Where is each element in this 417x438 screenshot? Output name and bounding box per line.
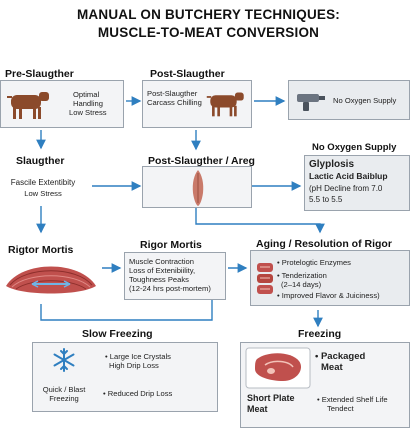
packaged-steak-icon (245, 347, 311, 389)
pre-slaughter-heading: Pre-Slaugther (5, 68, 74, 80)
oxygen-supply-box: No Oxygen Supply (288, 80, 410, 120)
quick-freezing-label-line2: Freezing (49, 394, 79, 403)
diagram-title-line1: MANUAL ON BUTCHERY TECHNIQUES: (76, 7, 340, 22)
aging-item-1: • Protelogtic Enzymes (277, 258, 351, 267)
quick-freezing-label-line1: Quick / Blast (42, 385, 86, 394)
rigor-mid-line-2: Loss of Extenibiility, (129, 266, 196, 275)
freezing-heading: Freezing (298, 328, 342, 340)
aging-box: • Protelogtic Enzymes • Tenderization (2… (250, 250, 410, 306)
packaged-meat-line1: • Packaged (315, 351, 366, 362)
oxygen-supply-label: No Oxygen Supply (333, 96, 397, 105)
post-area-heading: Post-Slaugther / Areg (148, 155, 255, 167)
post-area-box (142, 166, 252, 208)
rigor-left-box (2, 256, 100, 300)
muscle-fiber-icon (6, 266, 96, 294)
pre-slaughter-note-3: Low Stress (69, 108, 107, 117)
slow-freezing-row2: • Reduced Drip Loss (103, 389, 173, 398)
pre-slaughter-box: Optimal Handling Low Stress (0, 80, 124, 128)
slow-freezing-box: • Large Ice Crystals High Drip Loss Quic… (32, 342, 218, 412)
diagram-title-line2: MUSCLE-TO-MEAT CONVERSION (97, 25, 320, 40)
rigor-mid-line-1: Muscle Contraction (129, 257, 194, 266)
post-slaughter-heading: Post-Slaugther (150, 68, 225, 80)
rigor-mid-line-4: (12-24 hrs post-mortem) (129, 284, 211, 293)
short-plate-line1: Short Plate (247, 393, 295, 403)
slaughter-heading: Slaugther (16, 155, 65, 167)
aging-item-2: • Tenderization (277, 271, 327, 280)
post-slaughter-box: Post-Slaugther Carcass Chilling (142, 80, 252, 128)
rigor-left-heading: Rigtor Mortis (8, 244, 74, 256)
pre-slaughter-note-2: Handling (73, 99, 103, 108)
glycolysis-heading: No Oxygen Supply (312, 142, 397, 153)
post-slaughter-note-1: Post-Slaugther (147, 89, 198, 98)
rigor-mid-line-3: Toughness Peaks (129, 275, 189, 284)
aging-item-4: • Improved Flavor & Juiciness) (277, 291, 380, 300)
cow-icon (7, 92, 49, 119)
freezing-box: • Packaged Meat Short Plate Meat • Exten… (240, 342, 410, 428)
connector-rigor-to-slow-freezing (40, 300, 213, 321)
shelf-life-line2: Tendect (327, 404, 354, 413)
slow-freezing-heading: Slow Freezing (82, 328, 153, 340)
slow-freezing-row1-line2: High Drip Loss (109, 361, 159, 370)
slaughter-line-1: Fascile Extentibity (10, 178, 76, 187)
short-plate-line2: Meat (247, 404, 268, 414)
hanging-carcass-icon (192, 170, 204, 206)
cow-icon (206, 92, 244, 117)
glycolysis-line-1: (pH Decline from 7.0 (309, 184, 383, 193)
glycolysis-box: Glyplosis Lactic Acid Baiblup (pH Declin… (304, 155, 410, 211)
meat-cuts-icon (257, 263, 273, 294)
pre-slaughter-note-1: Optimal (73, 90, 100, 99)
shelf-life-line1: • Extended Shelf Life (317, 395, 388, 404)
aging-heading: Aging / Resolution of Rigor (256, 238, 392, 250)
rigor-mid-heading: Rigor Mortis (140, 239, 202, 251)
arrow-area-to-aging (195, 208, 325, 234)
rigor-mid-box: Muscle Contraction Loss of Extenibiility… (124, 252, 226, 300)
slaughter-box: Fascile Extentibity Low Stress (0, 170, 90, 204)
slaughter-line-2: Low Stress (24, 189, 62, 198)
packaged-meat-line2: Meat (321, 362, 343, 373)
aging-item-3: (2–14 days) (281, 280, 322, 289)
glycolysis-subtitle: Lactic Acid Baiblup (309, 171, 388, 181)
slow-freezing-row1-line1: • Large Ice Crystals (105, 352, 171, 361)
glycolysis-title: Glyplosis (309, 159, 355, 170)
post-slaughter-note-2: Carcass Chilling (147, 98, 202, 107)
captive-bolt-gun-icon (297, 94, 325, 111)
snowflake-icon (53, 348, 75, 372)
glycolysis-line-2: 5.5 to 5.5 (309, 195, 343, 204)
